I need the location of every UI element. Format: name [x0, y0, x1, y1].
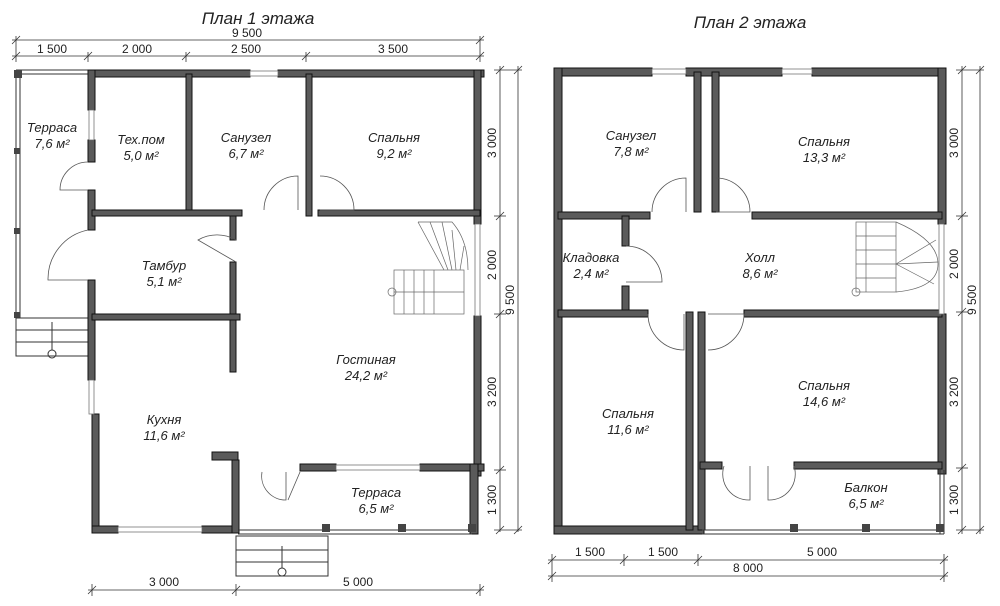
- f2-room-area-storage: 2,4 м²: [573, 266, 610, 281]
- floor1-title: План 1 этажа: [202, 9, 315, 28]
- f1-room-area-kitchen: 11,6 м²: [143, 428, 185, 443]
- floor1-room-labels: Терраса 7,6 м² Тех.пом 5,0 м² Санузел 6,…: [27, 120, 420, 516]
- f2-room-area-bathroom: 7,8 м²: [614, 144, 650, 159]
- floor1-dims-bottom: 3 000 5 000: [87, 575, 485, 596]
- floor1-dim-top-2: 2 000: [122, 42, 152, 56]
- f2-room-area-bedroom1: 13,3 м²: [803, 150, 846, 165]
- floor2-staircase: [851, 221, 939, 297]
- floor1-doors: [47, 161, 355, 501]
- floor1-dim-top-4: 3 500: [378, 42, 408, 56]
- floor1-dim-right-total: 9 500: [503, 285, 517, 315]
- f1-room-name-living: Гостиная: [336, 352, 396, 367]
- f2-room-name-balcony: Балкон: [844, 480, 887, 495]
- floor1-walls: [87, 69, 485, 535]
- floor1-dims-right: 3 000 2 000 3 200 1 300 9 500: [485, 65, 523, 535]
- floor1-terrace-left-outline: [14, 69, 92, 359]
- floor1-dim-top-3: 2 500: [231, 42, 261, 56]
- f2-room-name-bathroom: Санузел: [606, 128, 657, 143]
- floor2-dim-right-1: 3 000: [947, 128, 961, 158]
- f1-room-name-vestibule: Тамбур: [142, 258, 187, 273]
- f1-room-area-living: 24,2 м²: [344, 368, 388, 383]
- floor2-dim-bottom-1: 1 500: [575, 545, 605, 559]
- floor1-dim-top-1: 1 500: [37, 42, 67, 56]
- f1-room-area-bedroom: 9,2 м²: [377, 146, 413, 161]
- f1-room-area-vestibule: 5,1 м²: [147, 274, 183, 289]
- f1-room-area-bathroom: 6,7 м²: [229, 146, 265, 161]
- floor1-dim-right-3: 3 200: [485, 377, 499, 407]
- floor1-dim-right-1: 3 000: [485, 128, 499, 158]
- floor2-dims-right: 3 000 2 000 3 200 1 300 9 500: [947, 65, 985, 535]
- f2-room-area-bedroom3: 14,6 м²: [803, 394, 846, 409]
- f2-room-area-balcony: 6,5 м²: [849, 496, 885, 511]
- floor2-dim-bottom-3: 5 000: [807, 545, 837, 559]
- floor2-dims-bottom: 1 500 1 500 5 000 8 000: [547, 545, 949, 582]
- floor2-dim-bottom-2: 1 500: [648, 545, 678, 559]
- f2-room-name-bedroom1: Спальня: [798, 134, 850, 149]
- floor1-entry-steps: [235, 535, 329, 577]
- floor1-staircase: [387, 221, 469, 315]
- floor1-dim-bottom-2: 5 000: [343, 575, 373, 589]
- f1-room-name-terrace: Терраса: [27, 120, 77, 135]
- f1-room-name-bathroom: Санузел: [221, 130, 272, 145]
- f1-room-area-techroom: 5,0 м²: [124, 148, 160, 163]
- f1-room-name-techroom: Тех.пом: [117, 132, 165, 147]
- floor1-windows: [88, 70, 481, 535]
- floor2-doors: [625, 177, 796, 501]
- floor1-dim-top-total: 9 500: [232, 26, 262, 40]
- floor2-dim-bottom-total: 8 000: [733, 561, 763, 575]
- floor2-title: План 2 этажа: [694, 13, 807, 32]
- floor2-room-labels: Санузел 7,8 м² Спальня 13,3 м² Кладовка …: [563, 128, 888, 511]
- f2-room-name-bedroom2: Спальня: [602, 406, 654, 421]
- floor1-dim-right-4: 1 300: [485, 485, 499, 515]
- floor2-dim-right-total: 9 500: [965, 285, 979, 315]
- f1-room-area-terrace2: 6,5 м²: [359, 501, 395, 516]
- f2-room-area-hall: 8,6 м²: [743, 266, 779, 281]
- floor2-dim-right-3: 3 200: [947, 377, 961, 407]
- floor1-dim-bottom-1: 3 000: [149, 575, 179, 589]
- floor2-windows: [651, 68, 945, 535]
- floor1-dims-top: 9 500 1 500 2 000 2 500 3 500: [11, 26, 485, 62]
- f1-room-area-terrace: 7,6 м²: [35, 136, 71, 151]
- floor2-dim-right-2: 2 000: [947, 249, 961, 279]
- f2-room-name-hall: Холл: [744, 250, 776, 265]
- floor2-dim-right-4: 1 300: [947, 485, 961, 515]
- f2-room-name-storage: Кладовка: [563, 250, 620, 265]
- f1-room-name-kitchen: Кухня: [147, 412, 182, 427]
- f1-room-name-bedroom: Спальня: [368, 130, 420, 145]
- f1-room-name-terrace2: Терраса: [351, 485, 401, 500]
- floor1-dim-right-2: 2 000: [485, 250, 499, 280]
- f2-room-name-bedroom3: Спальня: [798, 378, 850, 393]
- f2-room-area-bedroom2: 11,6 м²: [607, 422, 649, 437]
